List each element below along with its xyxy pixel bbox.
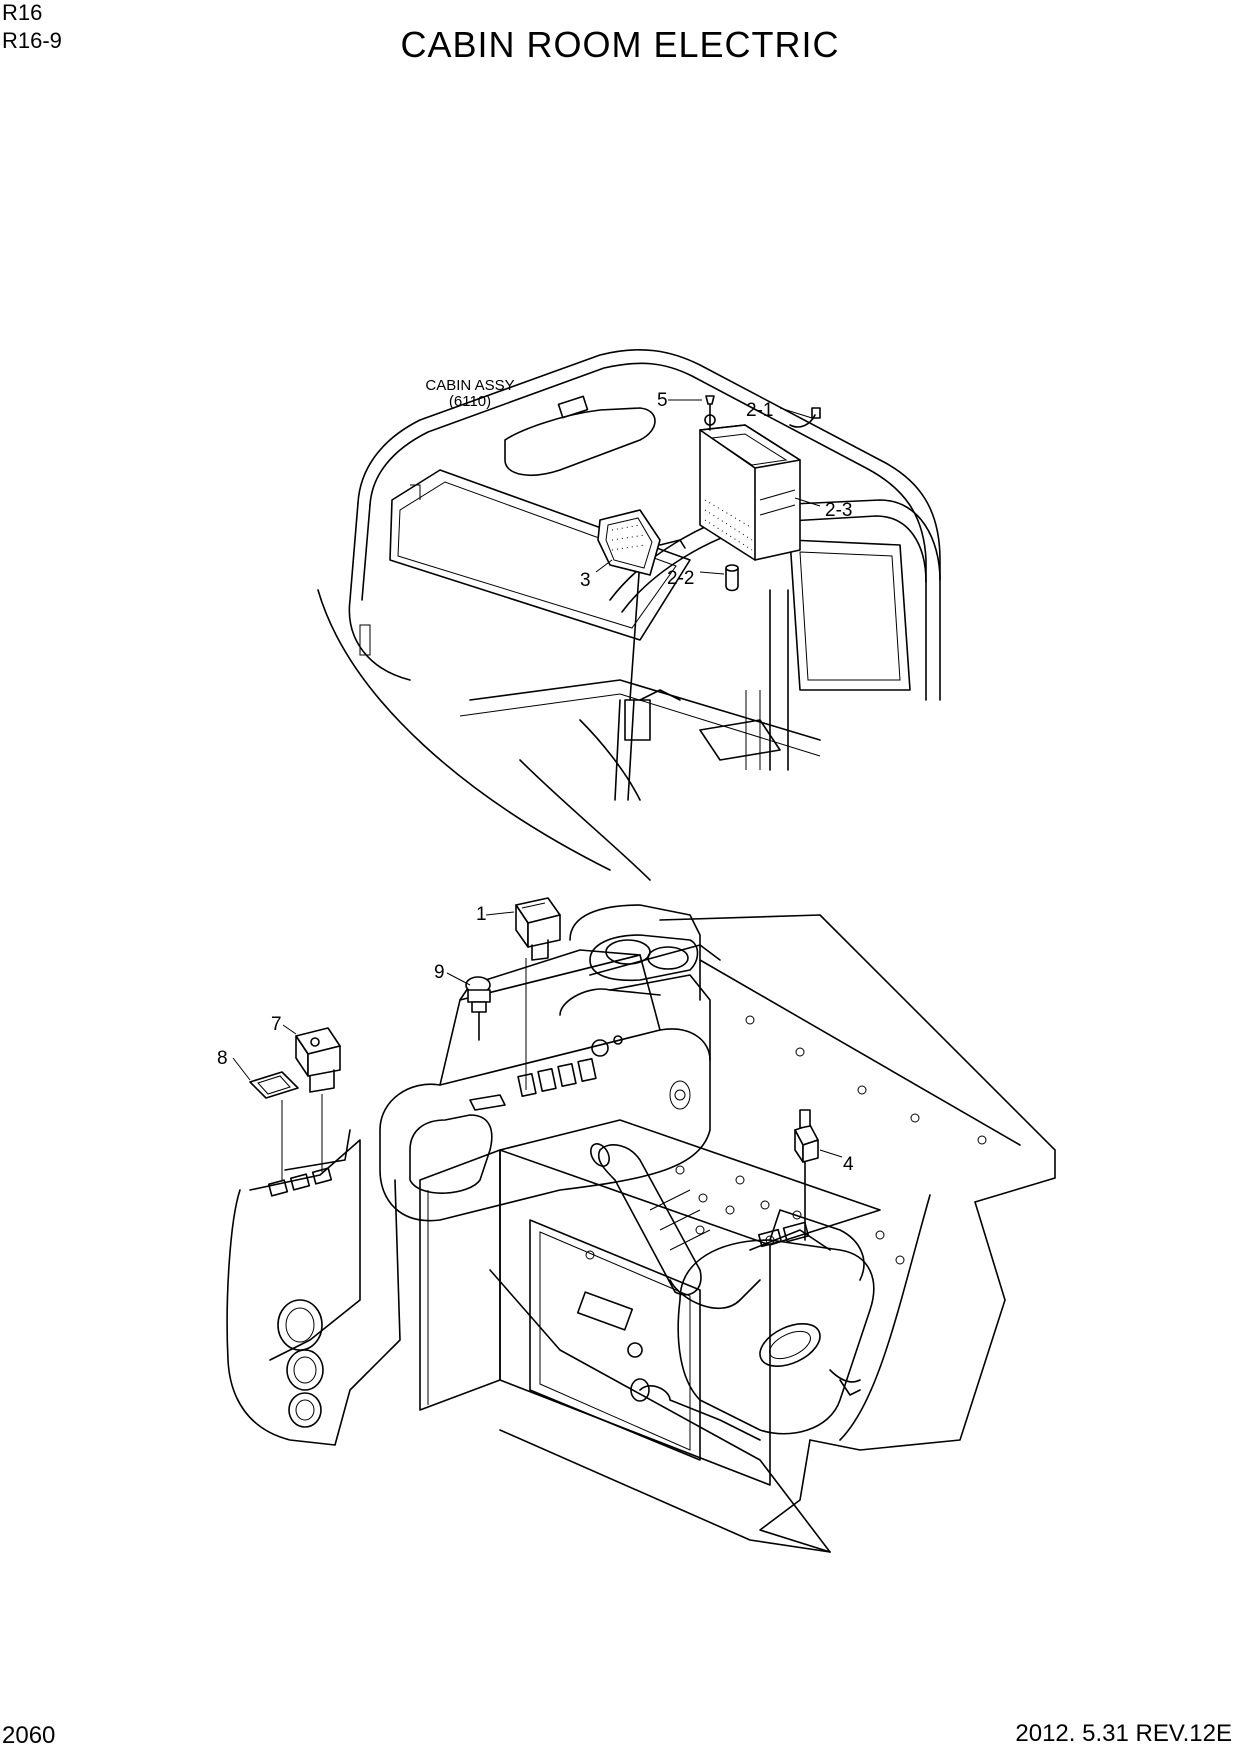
callout-9: 9 bbox=[434, 962, 445, 983]
screw bbox=[705, 395, 715, 431]
radio-unit bbox=[699, 407, 821, 561]
callout-2-3: 2-3 bbox=[825, 500, 852, 521]
model-code: R16 bbox=[2, 0, 43, 25]
clamp-part bbox=[725, 564, 739, 592]
page-code: R16-9 bbox=[2, 28, 62, 53]
switch-4-part bbox=[794, 1109, 819, 1241]
callout-5: 5 bbox=[657, 390, 668, 411]
indicator-lamp-part bbox=[465, 976, 491, 1041]
revision-date: 2012. 5.31 REV.12E bbox=[1015, 1720, 1232, 1747]
right-joystick-stand bbox=[590, 1143, 875, 1441]
page-number: 2060 bbox=[2, 1722, 56, 1749]
reference-code: (6110) bbox=[449, 393, 491, 410]
callout-3: 3 bbox=[580, 570, 591, 591]
upper-leaders bbox=[595, 399, 821, 575]
page-title: CABIN ROOM ELECTRIC bbox=[400, 24, 840, 65]
callout-8: 8 bbox=[217, 1048, 228, 1069]
callout-1: 1 bbox=[476, 904, 487, 925]
switch-7-part bbox=[295, 1027, 341, 1093]
floor-assembly bbox=[379, 904, 1056, 1553]
lower-leaders bbox=[232, 911, 843, 1180]
blank-plate-part bbox=[249, 1071, 299, 1099]
left-side-console bbox=[226, 1129, 401, 1446]
callout-7: 7 bbox=[271, 1014, 282, 1035]
callout-2-2: 2-2 bbox=[667, 568, 694, 589]
rocker-switch-part bbox=[515, 897, 561, 961]
speaker bbox=[597, 509, 686, 576]
cabin-assembly bbox=[317, 349, 941, 881]
callout-2-1: 2-1 bbox=[746, 400, 773, 421]
callout-4: 4 bbox=[843, 1154, 854, 1175]
reference-label: CABIN ASSY bbox=[425, 377, 514, 394]
